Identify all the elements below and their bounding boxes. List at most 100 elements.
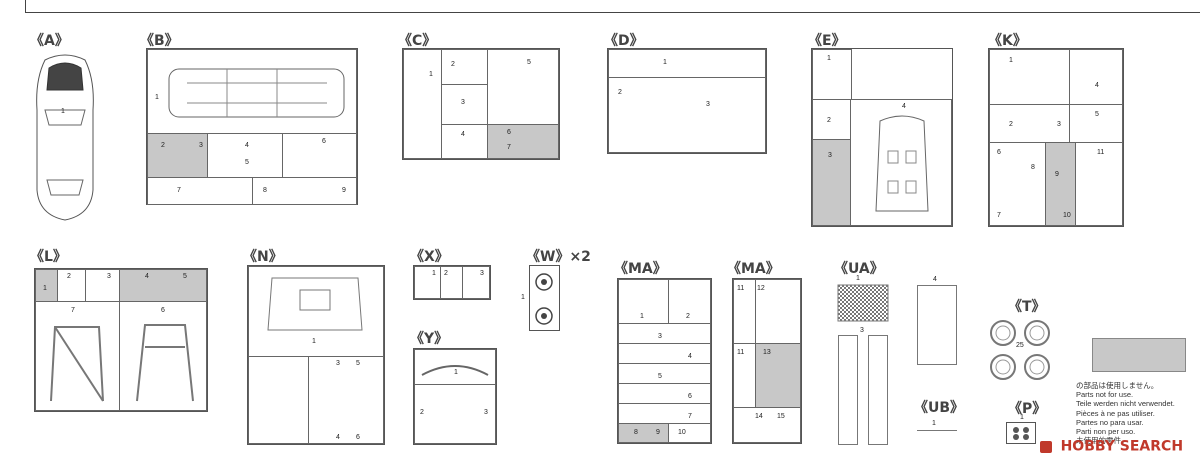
sprue-b-cell-5 bbox=[147, 177, 254, 205]
section-label-ua: 《UA》 bbox=[834, 261, 884, 277]
note-line-de: Teile werden nicht verwendet. bbox=[1076, 399, 1175, 409]
part-number: 4 bbox=[902, 103, 906, 110]
sprue-k-cell-2 bbox=[1069, 49, 1123, 106]
section-label-y: 《Y》 bbox=[410, 331, 449, 347]
sprue-c-cell-4 bbox=[441, 124, 489, 159]
part-number: 1 bbox=[429, 71, 433, 78]
watermark-logo-icon bbox=[1040, 440, 1052, 453]
sprue-l-cell-3 bbox=[85, 269, 121, 303]
part-number: 5 bbox=[527, 59, 531, 66]
part-number: 11 bbox=[1097, 149, 1105, 156]
part-number: 5 bbox=[356, 360, 360, 367]
sprue-e-cell-2 bbox=[812, 99, 852, 141]
tire-part bbox=[990, 320, 1050, 380]
sprue-ma-2-cell-4 bbox=[755, 343, 801, 409]
part-number: 7 bbox=[997, 212, 1001, 219]
sprue-b-cell-4 bbox=[282, 133, 357, 179]
interior-tub-part bbox=[875, 115, 929, 212]
part-number: 4 bbox=[336, 434, 340, 441]
decal-panel bbox=[917, 285, 957, 365]
note-line-ja: の部品は使用しません。 bbox=[1076, 381, 1159, 390]
sprue-e: 1 2 3 4 bbox=[811, 48, 953, 227]
part-number: 9 bbox=[656, 429, 660, 436]
sprue-k-cell-7 bbox=[1075, 142, 1123, 226]
part-number: 2 bbox=[451, 61, 455, 68]
section-label-l: 《L》 bbox=[30, 249, 67, 265]
sprue-ma-2-cell-2 bbox=[755, 279, 801, 345]
sprue-ma-1-cell-3 bbox=[618, 323, 711, 345]
wheel-part bbox=[535, 273, 553, 325]
part-number: 6 bbox=[161, 307, 165, 314]
sprue-y: 1 2 3 bbox=[413, 348, 497, 445]
part-number: 2 bbox=[618, 89, 622, 96]
sprue-x: 1 2 3 bbox=[413, 265, 491, 300]
part-number: 8 bbox=[1031, 164, 1035, 171]
sprue-ma-2-cell-3 bbox=[733, 343, 757, 409]
part-number: 5 bbox=[245, 159, 249, 166]
decal-strip bbox=[838, 335, 858, 445]
watermark-text: HOBBY SEARCH bbox=[1060, 438, 1184, 455]
roll-cage-part bbox=[50, 326, 104, 402]
sprue-d-cell-1 bbox=[608, 49, 766, 79]
section-label-c: 《C》 bbox=[398, 33, 437, 49]
part-number: 3 bbox=[706, 101, 710, 108]
chassis-floor-part bbox=[168, 68, 345, 118]
sprue-c-cell-5 bbox=[487, 49, 559, 126]
part-number: 3 bbox=[860, 327, 864, 334]
sprue-ma-2: 11 12 11 13 14 15 bbox=[732, 278, 802, 444]
rear-wing-part bbox=[421, 365, 489, 376]
part-number: 4 bbox=[933, 276, 937, 283]
sprue-p bbox=[1006, 422, 1036, 444]
part-number: 6 bbox=[322, 138, 326, 145]
note-line-fr: Pièces à ne pas utiliser. bbox=[1076, 408, 1155, 418]
sprue-n-cell-1 bbox=[248, 266, 384, 358]
sprue-e-cell-4 bbox=[850, 99, 952, 226]
sprue-ma-1-cell-7 bbox=[618, 403, 711, 425]
part-number: 3 bbox=[336, 360, 340, 367]
section-label-d: 《D》 bbox=[604, 33, 644, 49]
section-label-e: 《E》 bbox=[808, 33, 846, 49]
not-for-use-note: の部品は使用しません。 Parts not for use. Teile wer… bbox=[1076, 381, 1175, 445]
sprue-y-cell-1 bbox=[414, 349, 496, 386]
sprue-d: 1 2 3 bbox=[607, 48, 767, 154]
part-number: 14 bbox=[755, 413, 763, 420]
section-label-x: 《X》 bbox=[410, 249, 449, 265]
part-number: 7 bbox=[507, 144, 511, 151]
part-number: 1 bbox=[827, 55, 831, 62]
part-number: 4 bbox=[245, 142, 249, 149]
sprue-c-cell-3 bbox=[441, 84, 489, 126]
sprue-x-cell-3 bbox=[462, 266, 490, 299]
part-number: 7 bbox=[177, 187, 181, 194]
part-number: 2 bbox=[1009, 121, 1013, 128]
decal-strip bbox=[868, 335, 888, 445]
sprue-x-cell-1 bbox=[414, 266, 442, 299]
section-label-w: 《W》×2 bbox=[526, 249, 591, 265]
part-number: 8 bbox=[634, 429, 638, 436]
part-number: 2 bbox=[420, 409, 424, 416]
part-number: 6 bbox=[507, 129, 511, 136]
sprue-n-cell-2 bbox=[248, 356, 310, 444]
part-number: 3 bbox=[484, 409, 488, 416]
sprue-b-cell-2 bbox=[147, 133, 209, 179]
part-number: 9 bbox=[342, 187, 346, 194]
sprue-k-cell-6 bbox=[1045, 142, 1077, 226]
part-number: 11 bbox=[737, 349, 745, 356]
part-number: 2 bbox=[686, 313, 690, 320]
part-number: 3 bbox=[828, 152, 832, 159]
part-number: 1 bbox=[43, 285, 47, 292]
section-label-k: 《K》 bbox=[988, 33, 1027, 49]
note-line-zh: 未使用的零件。 bbox=[1076, 436, 1129, 446]
part-number: 3 bbox=[107, 273, 111, 280]
part-number: 13 bbox=[763, 349, 771, 356]
note-line-en: Parts not for use. bbox=[1076, 390, 1134, 400]
part-number: 12 bbox=[757, 285, 765, 292]
roll-cage-part bbox=[136, 324, 194, 402]
part-number: 1 bbox=[932, 420, 936, 427]
sprue-c-cell-2 bbox=[441, 49, 489, 86]
sprue-w: 1 bbox=[521, 265, 560, 331]
part-number: 25 bbox=[1016, 342, 1024, 349]
part-number: 3 bbox=[199, 142, 203, 149]
sheet-top-border bbox=[25, 0, 1200, 13]
sprue-ma-1-cell-5 bbox=[618, 363, 711, 385]
note-line-es: Partes no para usar. bbox=[1076, 417, 1144, 427]
